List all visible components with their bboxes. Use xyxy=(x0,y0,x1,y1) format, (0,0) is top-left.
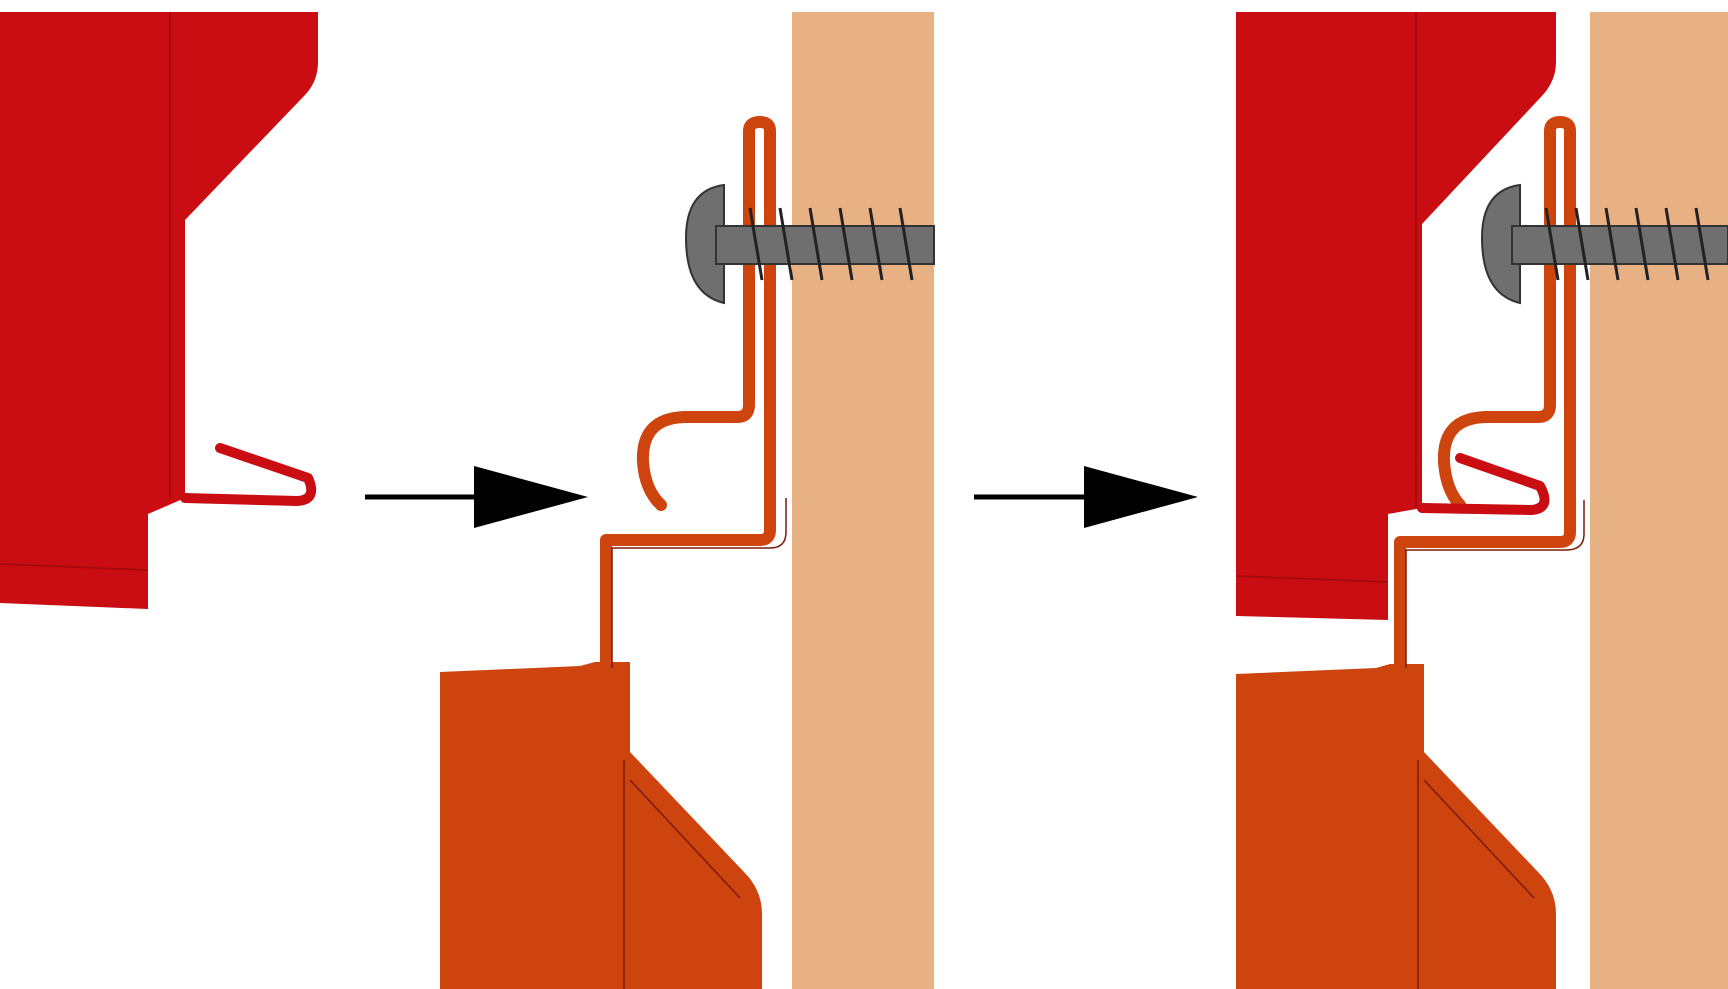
arrow-2 xyxy=(974,466,1198,528)
panel-clip xyxy=(1417,453,1550,515)
screw xyxy=(684,183,935,305)
upper-panel-edge xyxy=(0,563,149,571)
upper-panel xyxy=(0,12,318,609)
lower-panel xyxy=(1236,664,1556,989)
stage-2 xyxy=(440,12,935,989)
upper-panel-edge xyxy=(1235,575,1389,583)
wood-stud xyxy=(792,12,934,989)
hook-bracket xyxy=(1394,116,1576,676)
stage-3 xyxy=(1235,12,1728,989)
arrow-2-head xyxy=(1084,466,1198,528)
upper-panel xyxy=(1236,12,1556,620)
arrow-1 xyxy=(365,466,588,528)
lower-panel-bevel xyxy=(629,779,741,899)
lower-panel-bevel xyxy=(1423,779,1535,899)
panel-clip xyxy=(180,443,317,506)
hook-bracket-inner xyxy=(1405,500,1585,668)
hook-bracket xyxy=(600,116,776,676)
lower-panel xyxy=(440,662,762,989)
screw-threads xyxy=(748,207,914,281)
screw xyxy=(1480,183,1728,305)
screw-shank xyxy=(1511,225,1728,265)
screw-threads xyxy=(1544,207,1710,281)
stage-1 xyxy=(0,12,318,609)
wood-stud xyxy=(1590,12,1728,989)
screw-head xyxy=(1480,183,1521,305)
screw-shank xyxy=(715,225,935,265)
hook-bracket-inner xyxy=(611,498,787,668)
screw-head xyxy=(684,183,725,305)
arrow-1-head xyxy=(474,466,588,528)
